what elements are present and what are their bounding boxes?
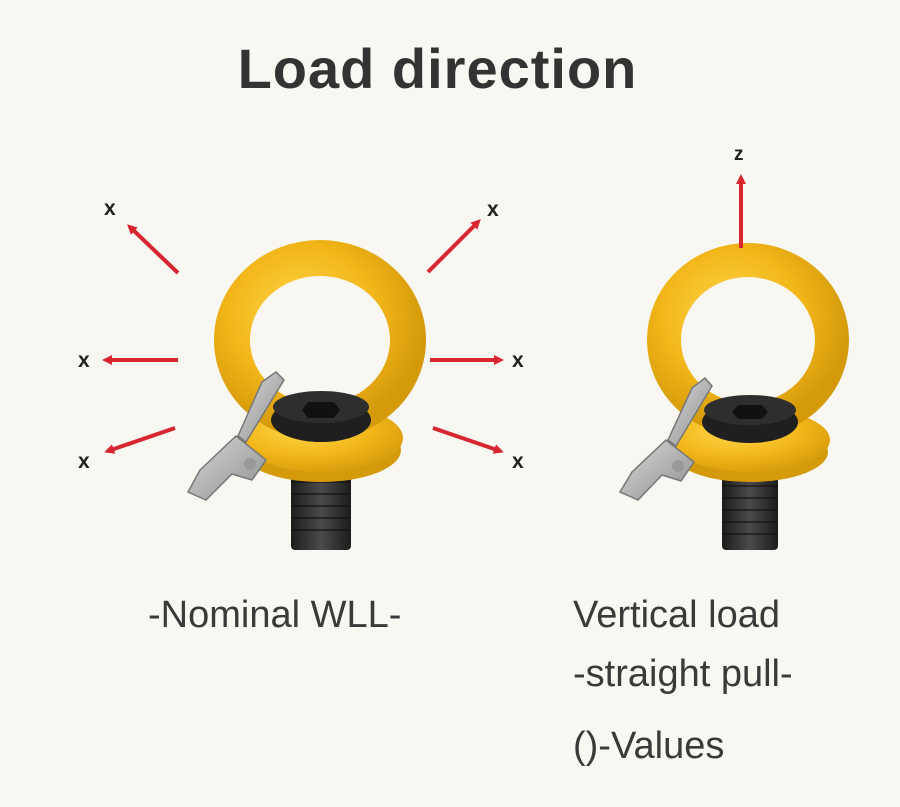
axis-label-lower-left: x [78,450,90,473]
axis-label-left: x [78,349,90,372]
diagram-title: Load direction [237,37,638,100]
arrow-upper-left [127,224,180,275]
left-caption: -Nominal WLL- [148,594,402,636]
axis-label-vertical: z [734,144,744,165]
arrow-upper-right [426,219,481,274]
right-key-plate [618,376,713,501]
right-caption-line-3: ()-Values [573,725,725,767]
axis-label-upper-left: x [104,197,116,220]
left-key-plate [186,371,285,501]
right-caption-line-1: Vertical load [573,594,781,636]
axis-label-lower-right: x [512,450,524,473]
right-eyebolt [618,243,849,550]
right-bolt-thread [722,460,778,550]
axis-label-upper-right: x [487,198,499,221]
arrow-lower-right [432,426,504,454]
arrow-lower-left [104,426,176,454]
left-eyebolt [186,240,426,550]
left-load-arrows [102,219,504,454]
right-caption-line-2: -straight pull- [573,653,793,695]
axis-label-right: x [512,349,524,372]
